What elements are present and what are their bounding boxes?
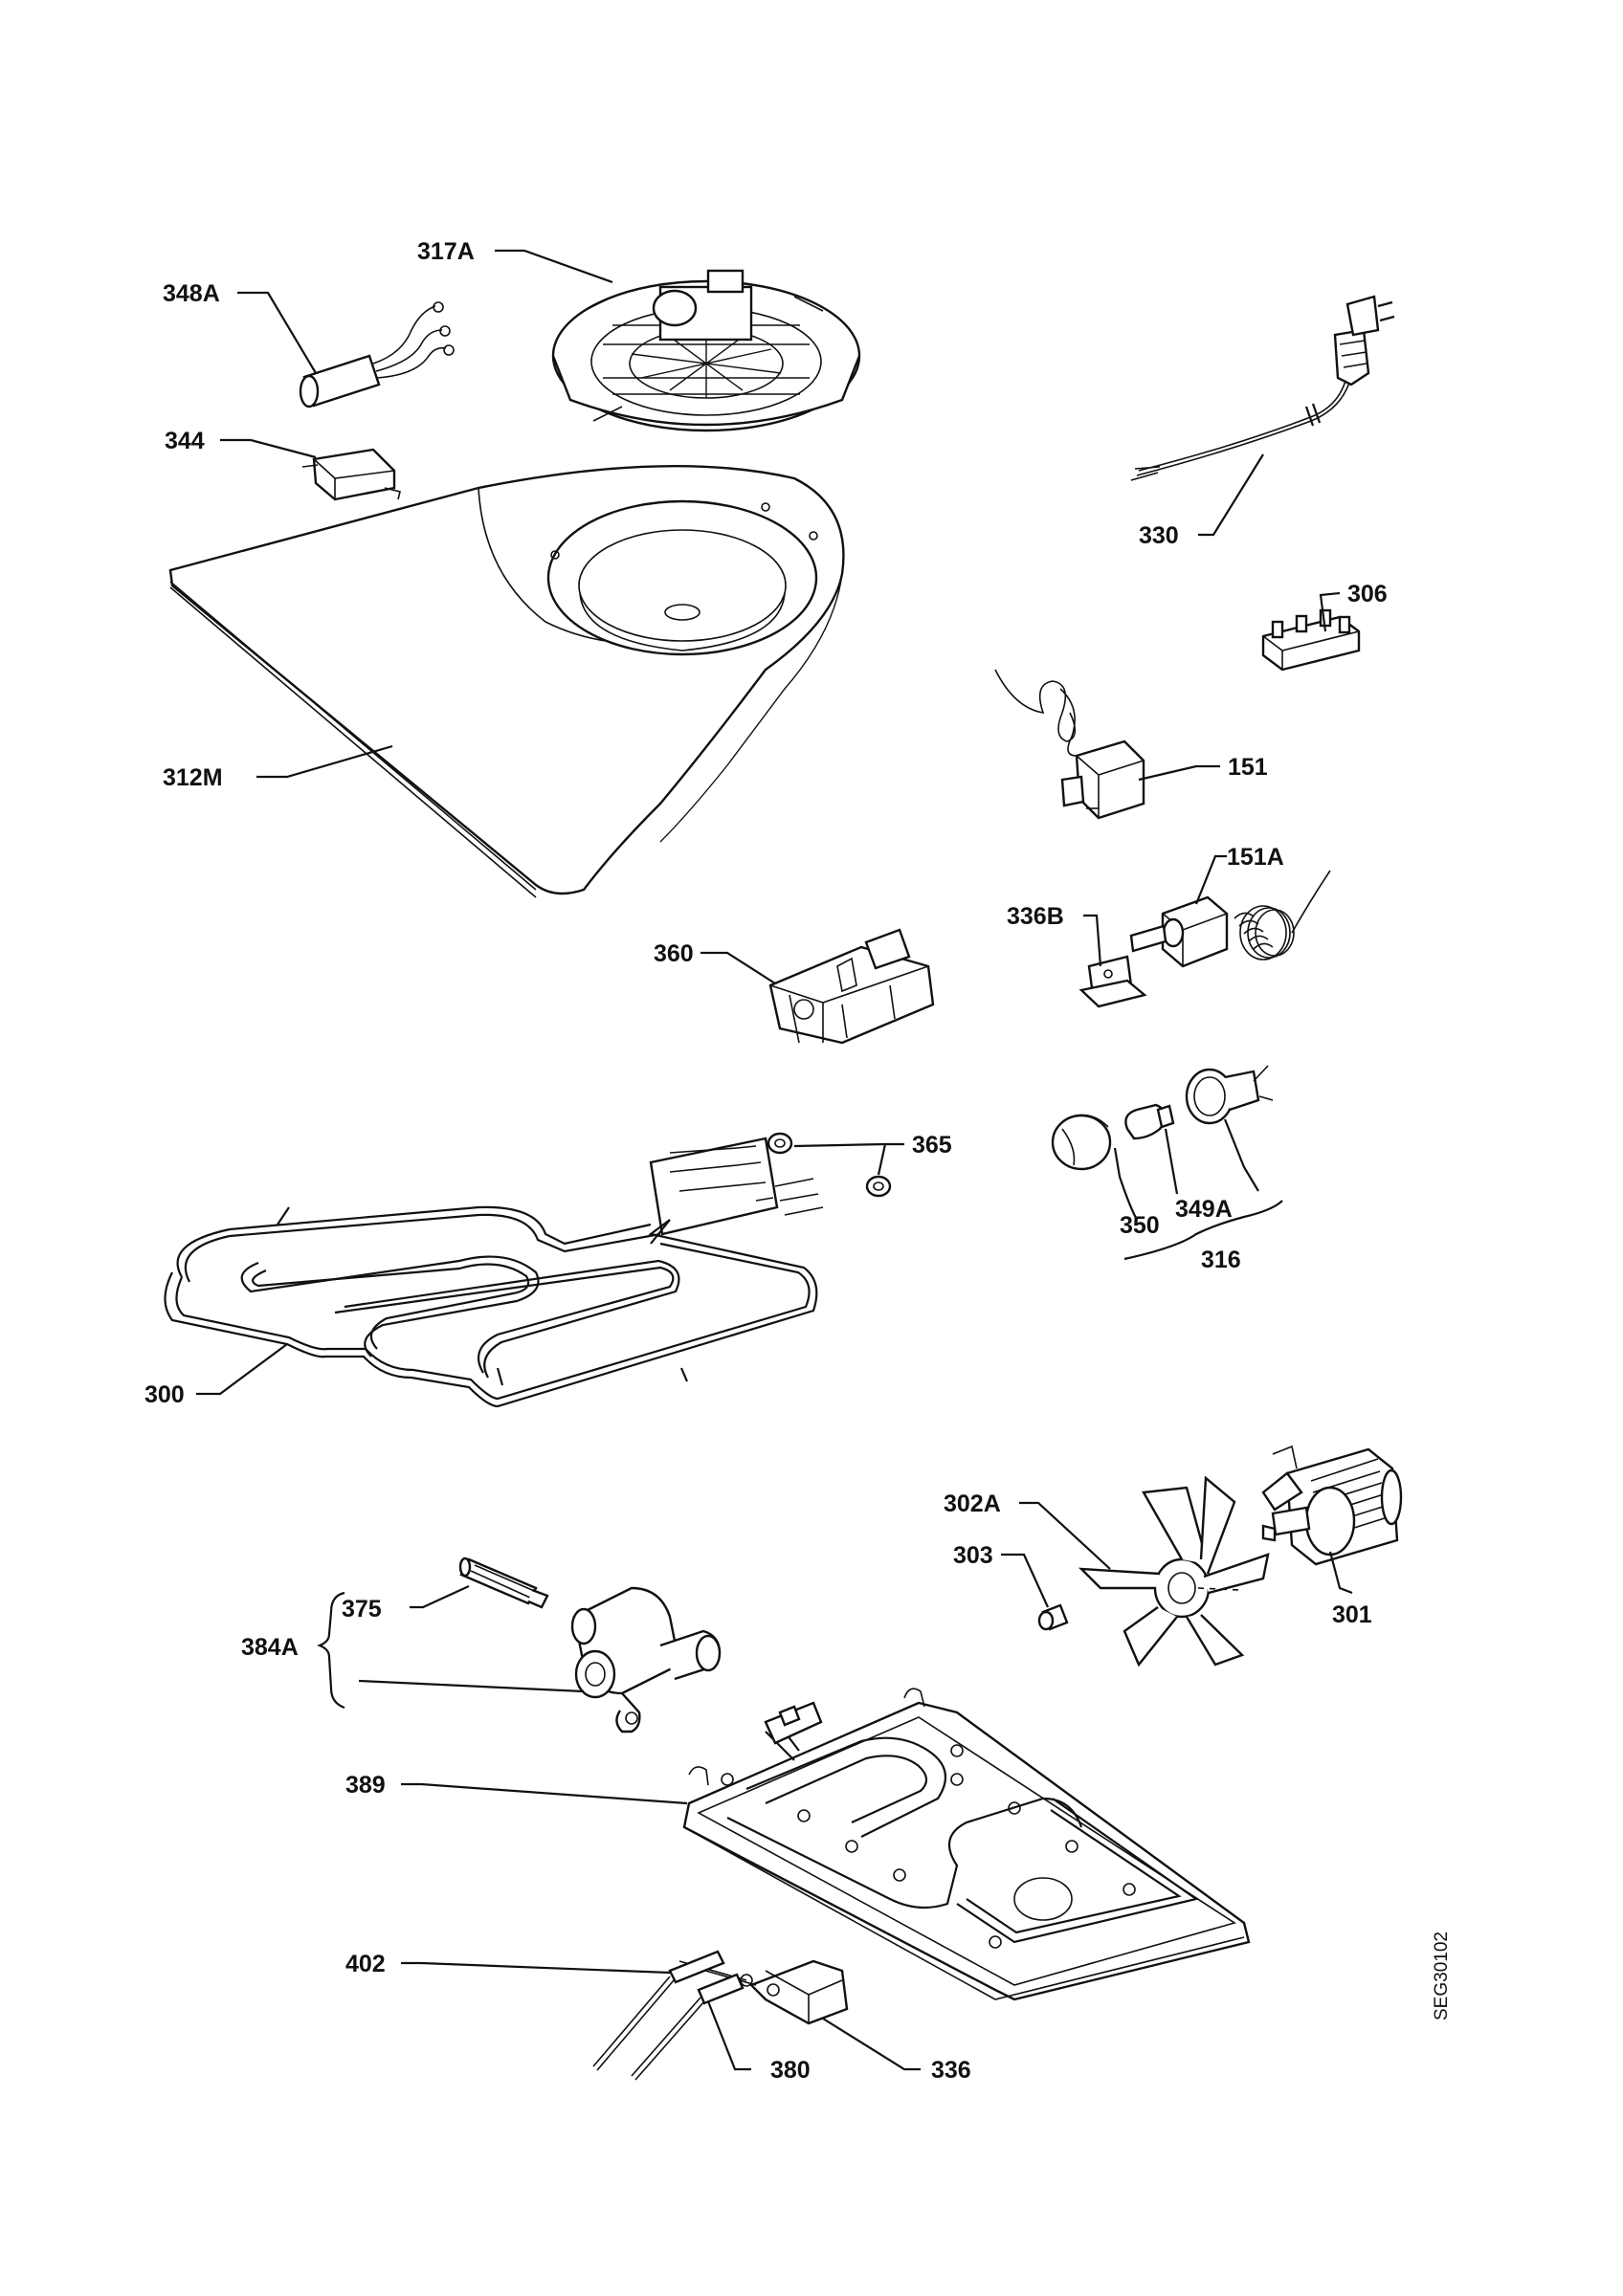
label-151: 151 <box>1228 754 1268 781</box>
label-350: 350 <box>1120 1212 1160 1239</box>
callout-labels: 317A 348A 344 312M 330 306 151 151A 336B… <box>145 238 1388 2084</box>
label-302a: 302A <box>944 1490 1001 1517</box>
part-348a-capacitor <box>299 301 455 408</box>
part-375-pin <box>458 1556 549 1609</box>
part-360-bracket <box>768 928 935 1045</box>
part-380-sensor-probe <box>631 1973 745 2081</box>
label-306: 306 <box>1347 581 1388 607</box>
label-151a: 151A <box>1227 844 1284 871</box>
part-316-lamp-holder <box>1185 1065 1274 1125</box>
label-348a: 348A <box>163 280 220 307</box>
label-303: 303 <box>953 1542 993 1569</box>
label-384a: 384A <box>241 1634 299 1661</box>
part-336b-bracket <box>1078 955 1147 1008</box>
label-380: 380 <box>770 2057 811 2084</box>
label-349a: 349A <box>1175 1196 1233 1223</box>
part-301-fan-motor <box>1261 1445 1403 1566</box>
label-300: 300 <box>145 1381 185 1408</box>
part-365-nuts <box>767 1132 892 1198</box>
label-336: 336 <box>931 2057 971 2084</box>
part-384a-spit-support <box>570 1586 722 1733</box>
part-389-bottom-element <box>682 1688 1251 2001</box>
part-151a-thermostat-coil <box>1129 870 1331 968</box>
part-302a-fan-blade <box>1078 1475 1270 1667</box>
label-316: 316 <box>1201 1247 1241 1273</box>
label-330: 330 <box>1139 522 1179 549</box>
part-350-lamp-cover <box>1051 1114 1112 1171</box>
label-365: 365 <box>912 1132 952 1159</box>
label-336b: 336B <box>1007 903 1064 930</box>
group-brace-384a <box>317 1591 345 1710</box>
label-317a: 317A <box>417 238 475 265</box>
part-317a-fan-motor-assembly <box>551 269 861 432</box>
label-375: 375 <box>342 1596 382 1623</box>
part-344-relay <box>301 448 401 501</box>
label-389: 389 <box>345 1772 386 1799</box>
part-300-grill-element <box>164 1137 824 1408</box>
group-brace-316 <box>1123 1200 1283 1261</box>
part-402-sensor-probe <box>592 1950 725 2071</box>
label-360: 360 <box>654 940 694 967</box>
part-349a-lamp-bulb <box>1124 1103 1175 1140</box>
label-344: 344 <box>165 428 205 454</box>
drawing-code: SEG30102 <box>1432 1932 1452 2020</box>
part-303-nut <box>1037 1603 1069 1631</box>
part-306-terminal-block <box>1261 608 1361 672</box>
label-402: 402 <box>345 1951 386 1977</box>
part-330-power-cord <box>1130 295 1395 481</box>
leader-lines <box>196 249 1353 2071</box>
label-312m: 312M <box>163 764 223 791</box>
label-301: 301 <box>1332 1601 1372 1628</box>
part-151-thermostat <box>994 669 1145 820</box>
part-312m-fan-cover <box>168 464 845 898</box>
